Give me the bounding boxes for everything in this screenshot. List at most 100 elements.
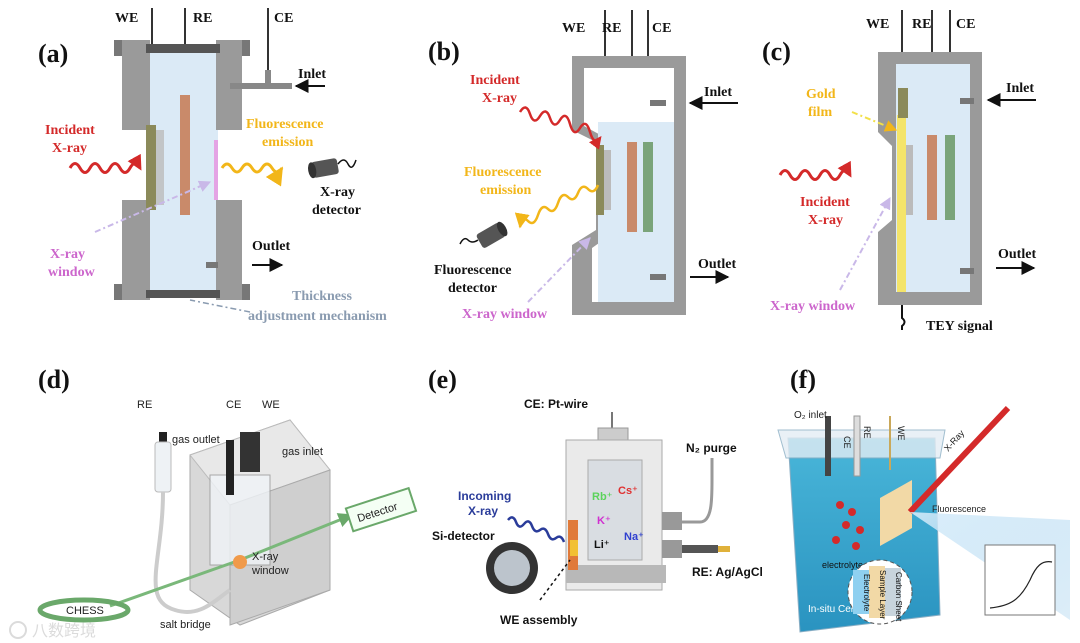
panel-e-label: (e) [428,365,457,394]
panel-f-xray-label: X-Ray [942,428,966,454]
panel-d-ce-electrode [226,440,234,495]
panel-a-thickness-label-2: adjustment mechanism [248,309,387,324]
panel-a-label: (a) [38,39,68,68]
panel-d-ce-label: CE [226,399,241,411]
panel-b-incident-label-1: Incident [470,73,520,88]
panel-d-gas-outlet-label: gas outlet [172,434,220,446]
panel-b-detector-icon [476,221,508,248]
panel-c-gold-label-1: Gold [806,87,836,102]
watermark: 八数跨境 [9,621,96,640]
panel-d-we-electrode [240,432,260,472]
panel-a-incident-label-1: Incident [45,123,95,138]
panel-a-detector-icon [308,158,339,179]
panel-a-reference-electrode [180,95,190,215]
panel-d-chess-label: CHESS [66,605,104,617]
panel-b-we-label: WE [562,21,585,36]
panel-a: (a) WE RE CE Inlet Outlet [38,8,387,324]
panel-a-working-electrode [146,125,156,210]
panel-f-o2-label: O₂ inlet [794,410,827,421]
panel-d-window-label-1: X-ray [252,551,279,563]
panel-a-fluor-label-2: emission [262,135,314,150]
panel-f-electrolyte-label: electrolyte [822,560,863,570]
panel-f-we-label: WE [896,426,906,441]
panel-f-particles [832,501,864,550]
panel-a-incident-label-2: X-ray [52,141,87,156]
panel-b-detector-label-2: detector [448,281,497,296]
panel-f-sample [880,480,912,546]
panel-d-chess-ring [37,597,131,623]
panel-c-tey-label: TEY signal [926,319,993,334]
panel-a-detector-label-1: X-ray [320,185,355,200]
panel-b-outlet-label: Outlet [698,257,736,272]
panel-d-detector-box: Detector [344,486,418,533]
panel-f-ce-label: CE [842,436,852,449]
panel-f-label: (f) [790,365,816,394]
panel-c-gold-label-2: film [808,105,832,120]
panel-c-incident-label-1: Incident [800,195,850,210]
panel-e-li-ion: Li⁺ [594,539,610,551]
panel-e-cs-ion: Cs⁺ [618,485,638,497]
panel-f-fluor-label: Fluorescence [932,504,986,514]
panel-b: (b) WE RE CE Inlet Outlet Incident X-ray… [428,10,738,322]
panel-a-thickness-label-1: Thickness [292,289,352,304]
panel-b-counter-electrode [643,142,653,232]
panel-e-k-ion: K⁺ [597,515,611,527]
panel-f-spectrum [984,544,1056,616]
panel-c-gold-film [897,115,906,292]
panel-d-window-label-2: window [251,565,289,577]
panel-d-re-label: RE [137,399,152,411]
panel-b-re-label: RE [602,21,621,36]
panel-f: (f) In-situ Cell O₂ inlet CE RE WE elect… [777,365,1070,633]
panel-c-window-label: X-ray window [770,299,856,314]
panel-b-fluor-label-2: emission [480,183,532,198]
panel-c: (c) WE RE CE Inlet Outlet Gold film Inci… [762,10,1036,334]
panel-e-we-assembly-label: WE assembly [500,613,578,627]
panel-a-window-label-2: window [48,265,96,280]
panel-b-fluor-label-1: Fluorescence [464,165,542,180]
panel-f-re-label: RE [862,426,872,439]
panel-f-xray-beam [907,405,1011,515]
panel-b-working-electrode [596,145,604,215]
panel-a-ce-label: CE [274,11,293,26]
panel-b-reference-electrode [627,142,637,232]
panel-c-re-label: RE [912,17,931,32]
panel-a-re-label: RE [193,11,212,26]
panel-c-label: (c) [762,37,791,66]
panel-c-ce-label: CE [956,17,975,32]
panel-c-incident-label-2: X-ray [808,213,843,228]
panel-e-si-detector-label: Si-detector [432,529,495,543]
panel-b-ce-label: CE [652,21,671,36]
panel-e-incoming-label-1: Incoming [458,489,511,503]
panel-c-inlet-label: Inlet [1006,81,1034,96]
panel-d-xray-spot [233,555,247,569]
panel-a-window-label-1: X-ray [50,247,85,262]
panel-b-window-label: X-ray window [462,307,548,322]
panel-b-label: (b) [428,37,460,66]
panel-f-ce-electrode [825,416,831,476]
panel-d-label: (d) [38,365,70,394]
panel-e-re-label: RE: Ag/AgCl [692,565,763,579]
panel-f-cell-label: In-situ Cell [808,604,855,615]
panel-f-layer-label-3: Carbon Sheet [894,572,903,622]
watermark-text: 八数跨境 [32,621,96,640]
panel-d-gas-inlet-label: gas inlet [282,446,323,458]
panel-e-na-ion: Na⁺ [624,531,644,543]
panel-b-inlet-label: Inlet [704,85,732,100]
panel-e: (e) CE: Pt-wire Rb⁺ Cs⁺ K⁺ Na⁺ Li⁺ WE as… [428,365,763,627]
panel-d-we-label: WE [262,399,280,411]
panel-a-inlet-label: Inlet [298,67,326,82]
panel-e-rb-ion: Rb⁺ [592,491,613,503]
panel-a-detector-label-2: detector [312,203,361,218]
panel-b-incident-label-2: X-ray [482,91,517,106]
panel-a-outlet-label: Outlet [252,239,290,254]
panel-b-detector-label-1: Fluorescence [434,263,512,278]
panel-a-we-label: WE [115,11,138,26]
panel-e-n2-label: N₂ purge [686,441,737,455]
panel-a-fluor-label-1: Fluorescence [246,117,324,132]
panel-d: (d) CE WE gas inlet gas outlet RE salt b… [37,365,418,631]
panel-e-incoming-label-2: X-ray [468,504,498,518]
panel-f-layer-label-1: Electrolyte [862,574,871,612]
panel-e-ce-label: CE: Pt-wire [524,397,588,411]
panel-f-layer-label-2: Sample Layer [878,570,887,620]
